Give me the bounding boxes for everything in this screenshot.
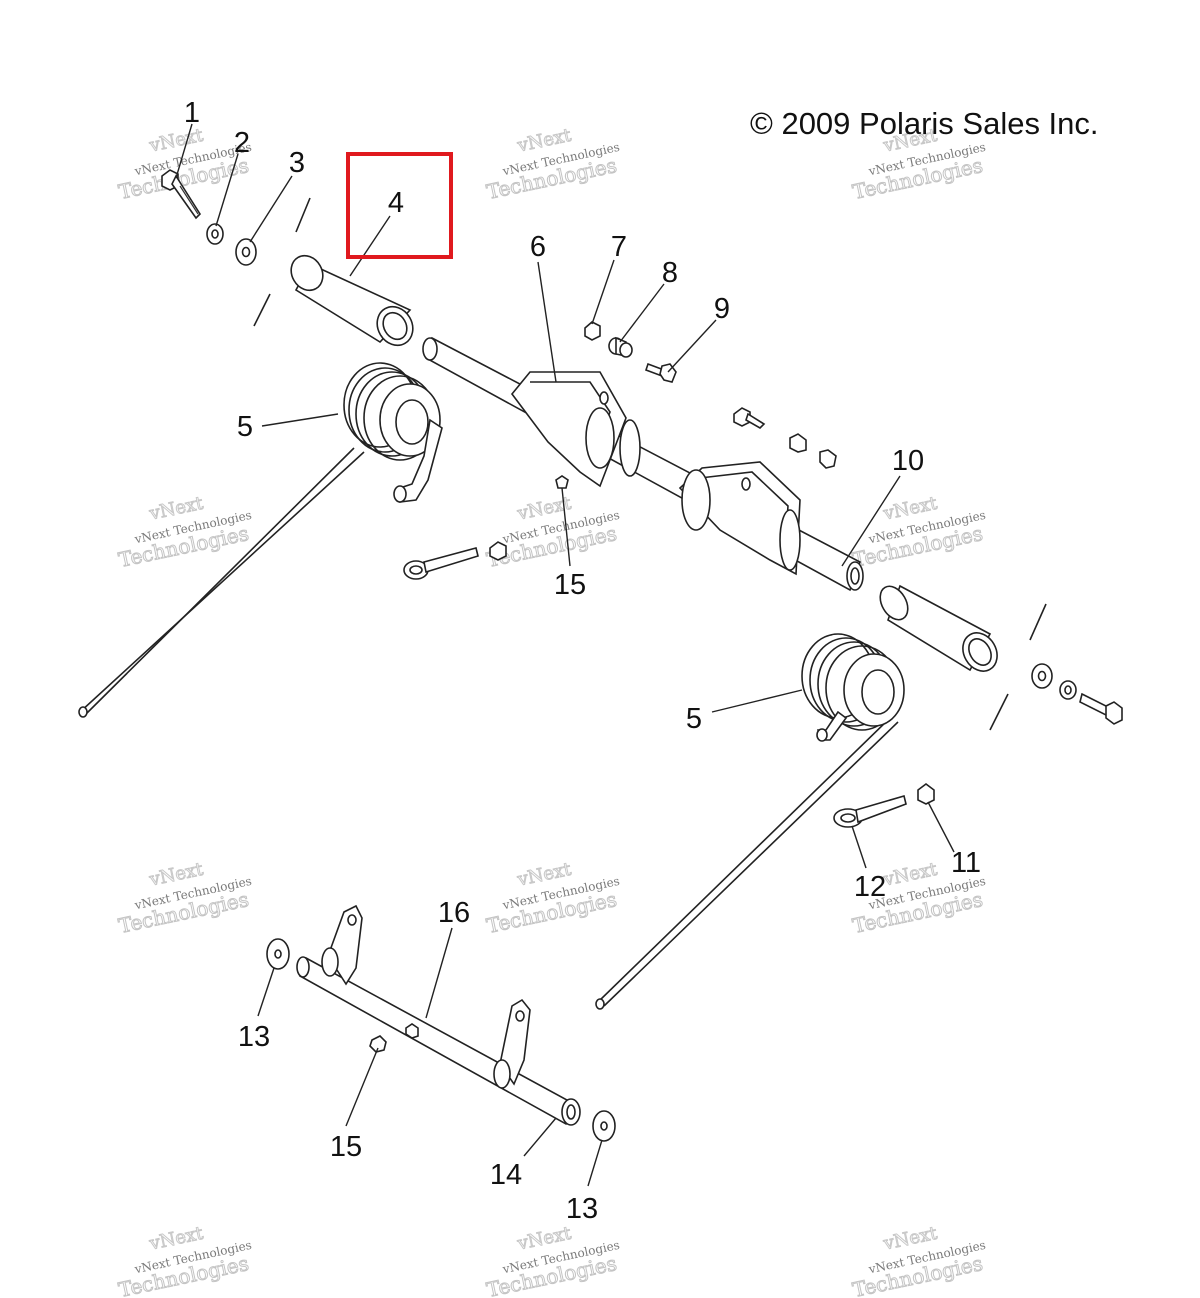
leader-line-4: [349, 215, 391, 277]
part-eye-bolt-left[interactable]: [403, 541, 507, 580]
leader-line-12: [851, 825, 867, 869]
leader-line-9: [667, 319, 717, 373]
part-lock-washer-2[interactable]: [206, 223, 224, 245]
leader-line-1: [175, 123, 193, 179]
part-grease-fitting-15-top[interactable]: [555, 475, 569, 489]
part-bushing-right[interactable]: [875, 581, 1004, 677]
callout-11[interactable]: 11: [951, 847, 981, 879]
part-torsion-spring-left[interactable]: [78, 362, 443, 718]
callout-6[interactable]: 6: [530, 231, 546, 263]
part-torque-arm-shaft-10[interactable]: [422, 336, 864, 592]
frame-break-mark: [295, 197, 311, 233]
watermark: vNext vNext Technologies Technologies: [116, 492, 253, 572]
watermark: vNext vNext Technologies Technologies: [484, 1222, 621, 1298]
leader-line-14: [523, 1117, 557, 1157]
leader-line-8: [619, 283, 665, 343]
part-eye-bolt-12[interactable]: [833, 794, 907, 828]
leader-line-7: [591, 259, 615, 325]
callout-9[interactable]: 9: [714, 293, 730, 325]
part-bolt-right[interactable]: [1079, 692, 1123, 725]
highlight-box: [346, 152, 453, 259]
part-spacer-8[interactable]: [608, 336, 633, 358]
callout-7[interactable]: 7: [611, 231, 627, 263]
leader-line-6: [537, 261, 557, 383]
part-grease-fitting-15-bottom[interactable]: [369, 1035, 387, 1053]
callout-3[interactable]: 3: [289, 147, 305, 179]
frame-break-mark: [989, 693, 1009, 731]
callout-15-top[interactable]: 15: [554, 569, 586, 601]
leader-line-11: [927, 801, 955, 853]
leader-line-2: [215, 153, 239, 227]
copyright-notice: © 2009 Polaris Sales Inc.: [750, 106, 1099, 141]
part-bolt-9[interactable]: [644, 362, 677, 383]
part-nut-7[interactable]: [584, 321, 601, 341]
watermark: vNext vNext Technologies Technologies: [850, 1222, 987, 1298]
part-front-torque-arm-16[interactable]: [296, 904, 581, 1126]
callout-12[interactable]: 12: [854, 871, 886, 903]
part-washer-3[interactable]: [235, 238, 257, 266]
watermark: vNext vNext Technologies Technologies: [850, 492, 987, 572]
callout-8[interactable]: 8: [662, 257, 678, 289]
part-torsion-spring-right[interactable]: [595, 633, 905, 1010]
callout-1[interactable]: 1: [184, 97, 200, 129]
frame-break-mark: [1029, 603, 1047, 641]
fastener-set-right[interactable]: [733, 407, 837, 469]
watermark: vNext vNext Technologies Technologies: [484, 124, 621, 204]
leader-line-10: [841, 475, 901, 567]
part-washer-13-left[interactable]: [266, 938, 290, 970]
part-washer-right[interactable]: [1031, 663, 1053, 689]
leader-line-3: [249, 175, 293, 243]
leader-line-13b: [587, 1139, 603, 1187]
frame-break-mark: [253, 293, 271, 327]
watermark: vNext vNext Technologies Technologies: [116, 1222, 253, 1298]
part-lock-washer-right[interactable]: [1059, 680, 1077, 700]
leader-line-15b: [345, 1047, 379, 1127]
callout-5-left[interactable]: 5: [237, 411, 253, 443]
callout-13-left[interactable]: 13: [238, 1021, 270, 1053]
part-nut-11[interactable]: [917, 783, 935, 805]
callout-4[interactable]: 4: [388, 187, 404, 219]
part-washer-13-right[interactable]: [592, 1110, 616, 1142]
leader-line-13a: [257, 967, 275, 1017]
watermark: vNext vNext Technologies Technologies: [484, 858, 621, 938]
leader-line-5b: [711, 689, 803, 713]
watermark: vNext vNext Technologies Technologies: [116, 858, 253, 938]
callout-14[interactable]: 14: [490, 1159, 522, 1191]
leader-line-16: [425, 927, 453, 1019]
part-bushing-4[interactable]: [285, 250, 420, 352]
leader-line-5a: [261, 413, 339, 427]
callout-5-right[interactable]: 5: [686, 703, 702, 735]
part-bolt-1[interactable]: [161, 169, 202, 220]
callout-13-right[interactable]: 13: [566, 1193, 598, 1225]
callout-15-bottom[interactable]: 15: [330, 1131, 362, 1163]
leader-line-15a: [561, 487, 571, 567]
callout-2[interactable]: 2: [234, 127, 250, 159]
callout-10[interactable]: 10: [892, 445, 924, 477]
callout-16[interactable]: 16: [438, 897, 470, 929]
